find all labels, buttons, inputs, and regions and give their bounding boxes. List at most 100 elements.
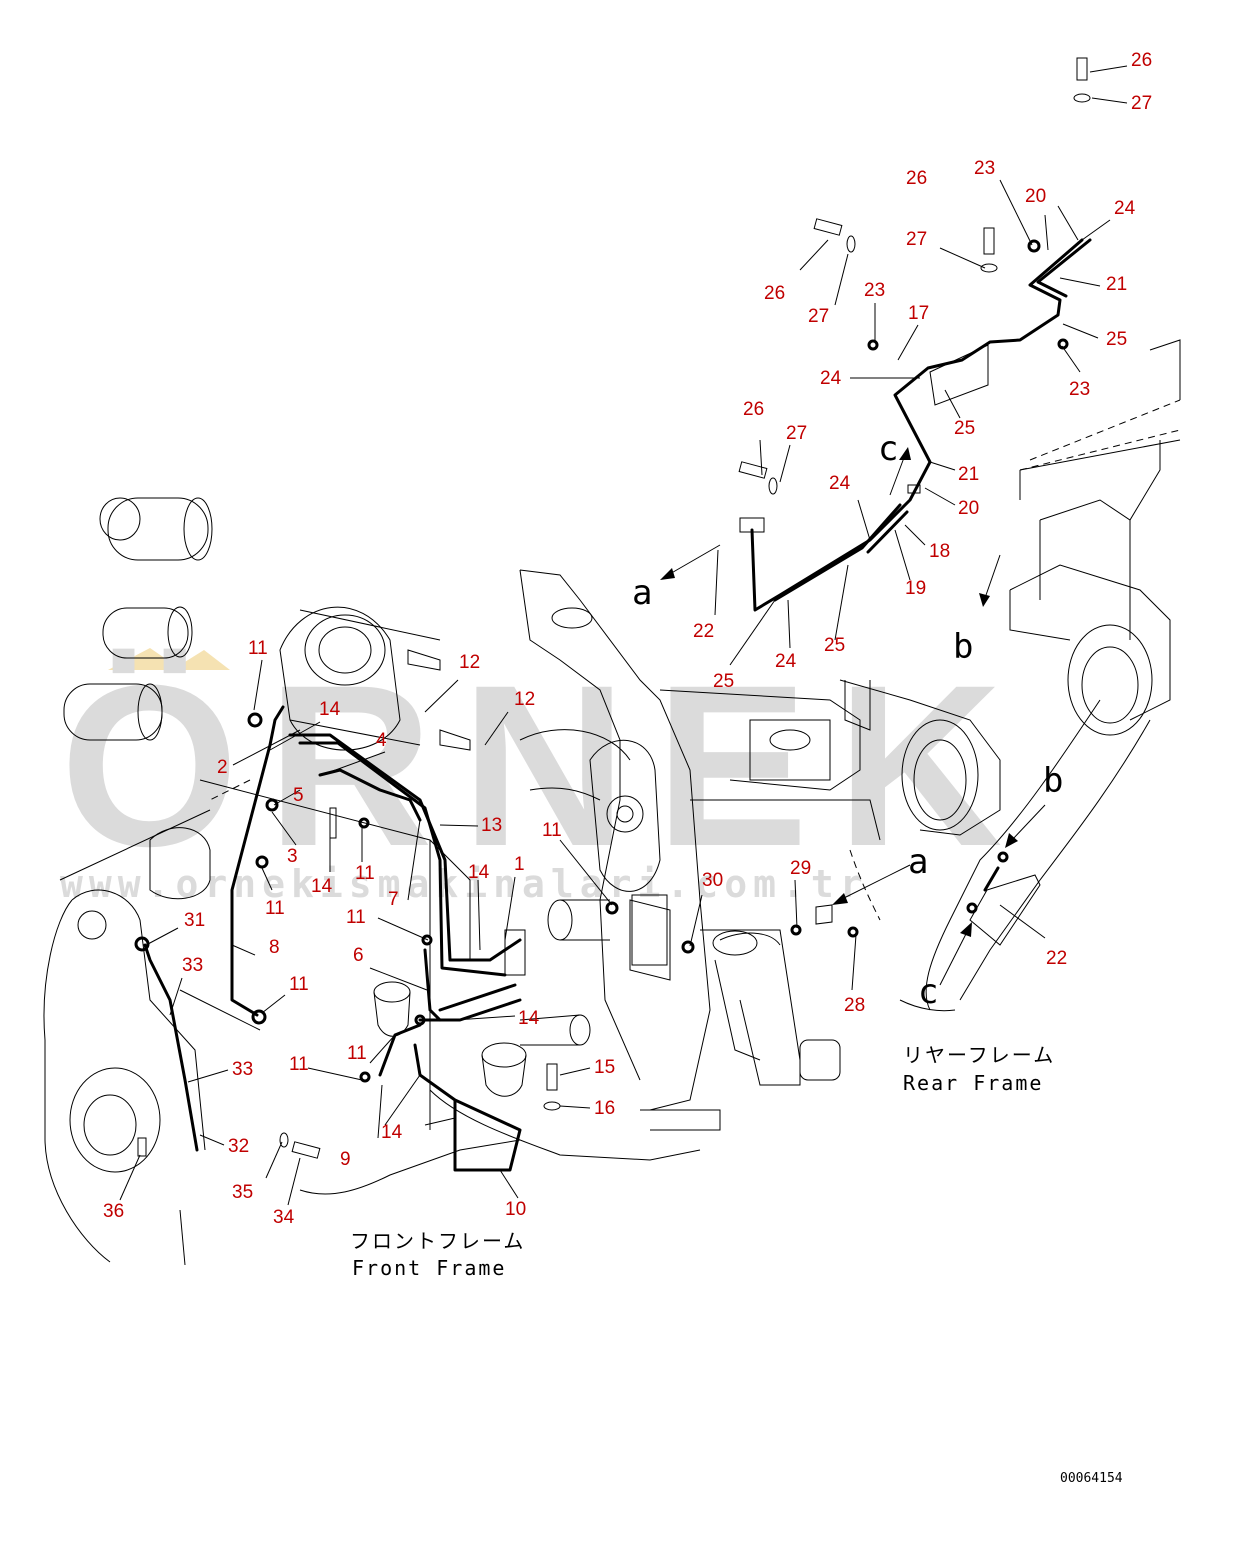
leader-line	[187, 1069, 229, 1083]
leader-line	[253, 659, 263, 711]
leader-line	[477, 879, 481, 951]
callout: 11	[289, 974, 309, 995]
washer-icon	[1073, 93, 1091, 103]
callout: 6	[353, 945, 364, 966]
callout: 24	[775, 651, 797, 672]
front-frame-outline	[43, 497, 527, 1266]
callout: 23	[974, 158, 995, 179]
leader-line	[779, 444, 791, 483]
leader-line	[559, 1105, 591, 1109]
callout: 18	[929, 541, 950, 562]
front-frame-label-english: Front Frame	[352, 1256, 506, 1280]
leader-line	[169, 977, 183, 1016]
watermark-brand: ÖRNEK	[60, 637, 1031, 894]
callout: 27	[786, 423, 807, 444]
callout: 24	[820, 368, 842, 389]
callout: 7	[388, 889, 399, 910]
bolt-icon	[738, 461, 768, 479]
callout: 29	[790, 858, 811, 879]
leader-line	[407, 819, 421, 901]
leader-line	[689, 894, 703, 947]
callout: 12	[459, 652, 480, 673]
view-letter-c-rear: c	[918, 972, 938, 1012]
watermark-url: www.ornekismakinalari.com.tr	[60, 862, 869, 906]
leader-line	[287, 1157, 301, 1206]
callout: 24	[1114, 198, 1136, 219]
leader-line	[454, 1015, 516, 1021]
leader-line	[424, 679, 459, 713]
callout: 26	[764, 283, 785, 304]
callout: 26	[1131, 50, 1152, 71]
leader-line	[904, 524, 926, 546]
callout: 11	[355, 863, 375, 884]
callout: 12	[514, 689, 535, 710]
leader-line	[894, 529, 911, 581]
callout: 14	[468, 862, 490, 883]
leader-line	[147, 927, 179, 945]
bolt-icon	[983, 227, 995, 255]
callout: 14	[381, 1122, 403, 1143]
leader-line	[369, 1034, 396, 1064]
bolt-icon	[813, 218, 843, 236]
callout: 32	[228, 1136, 249, 1157]
callout: 2	[217, 757, 228, 778]
leader-line	[1089, 65, 1128, 73]
watermark: ÖRNEK www.ornekismakinalari.com.tr	[60, 637, 1031, 906]
callout: 35	[232, 1182, 253, 1203]
leader-line	[559, 839, 613, 906]
callout: 17	[908, 303, 929, 324]
callout: 24	[829, 473, 851, 494]
leader-line	[261, 867, 273, 891]
leader-line	[999, 904, 1046, 939]
leader-line	[231, 944, 256, 956]
washer-icon	[980, 263, 998, 273]
callout: 11	[346, 907, 366, 928]
leader-line	[999, 179, 1033, 246]
leader-line	[307, 1067, 363, 1081]
leader-line	[261, 994, 286, 1014]
leader-line	[1062, 323, 1099, 339]
leader-line	[232, 729, 301, 766]
washer-icon	[768, 477, 778, 495]
callout: 15	[594, 1057, 615, 1078]
callout: 19	[905, 578, 926, 599]
callout: 1	[514, 854, 525, 875]
center-articulation-outline	[429, 569, 721, 1161]
callout: 25	[713, 671, 734, 692]
callouts: 26 27 26 23 20 24 27 21 26 23 27 17 25 2…	[103, 50, 1152, 1228]
leader-line	[424, 1117, 456, 1126]
fasteners	[137, 57, 1091, 1159]
callout: 16	[594, 1098, 615, 1119]
callout: 4	[376, 730, 387, 751]
callout: 20	[1025, 186, 1046, 207]
callout: 11	[265, 898, 285, 919]
leader-line	[377, 1084, 383, 1139]
leader-line	[269, 721, 321, 751]
leader-line	[1057, 205, 1079, 241]
view-markers: a b c a b c	[632, 429, 1063, 1012]
leader-line	[939, 247, 986, 269]
rear-frame-label-japanese: リヤーフレーム	[903, 1043, 1055, 1067]
leader-line	[799, 239, 829, 271]
callout: 27	[906, 229, 927, 250]
bolt-icon	[291, 1141, 321, 1159]
callout: 11	[347, 1043, 367, 1064]
callout: 21	[1106, 274, 1127, 295]
leader-line	[265, 1141, 283, 1179]
callout: 33	[182, 955, 203, 976]
callout: 11	[289, 1054, 309, 1075]
leader-line	[484, 711, 509, 746]
rear-frame-label: リヤーフレーム Rear Frame	[903, 1043, 1055, 1095]
callout: 9	[340, 1149, 351, 1170]
leader-line	[119, 1154, 141, 1201]
callout: 3	[287, 846, 298, 867]
callout: 8	[269, 937, 280, 958]
reference-lines	[209, 399, 1181, 921]
view-letter-b-rear: b	[1043, 761, 1063, 801]
view-letter-a: a	[632, 573, 652, 613]
view-letter-b: b	[953, 627, 973, 667]
leader-line	[384, 1074, 421, 1126]
callout: 13	[481, 815, 502, 836]
callout: 27	[808, 306, 829, 327]
